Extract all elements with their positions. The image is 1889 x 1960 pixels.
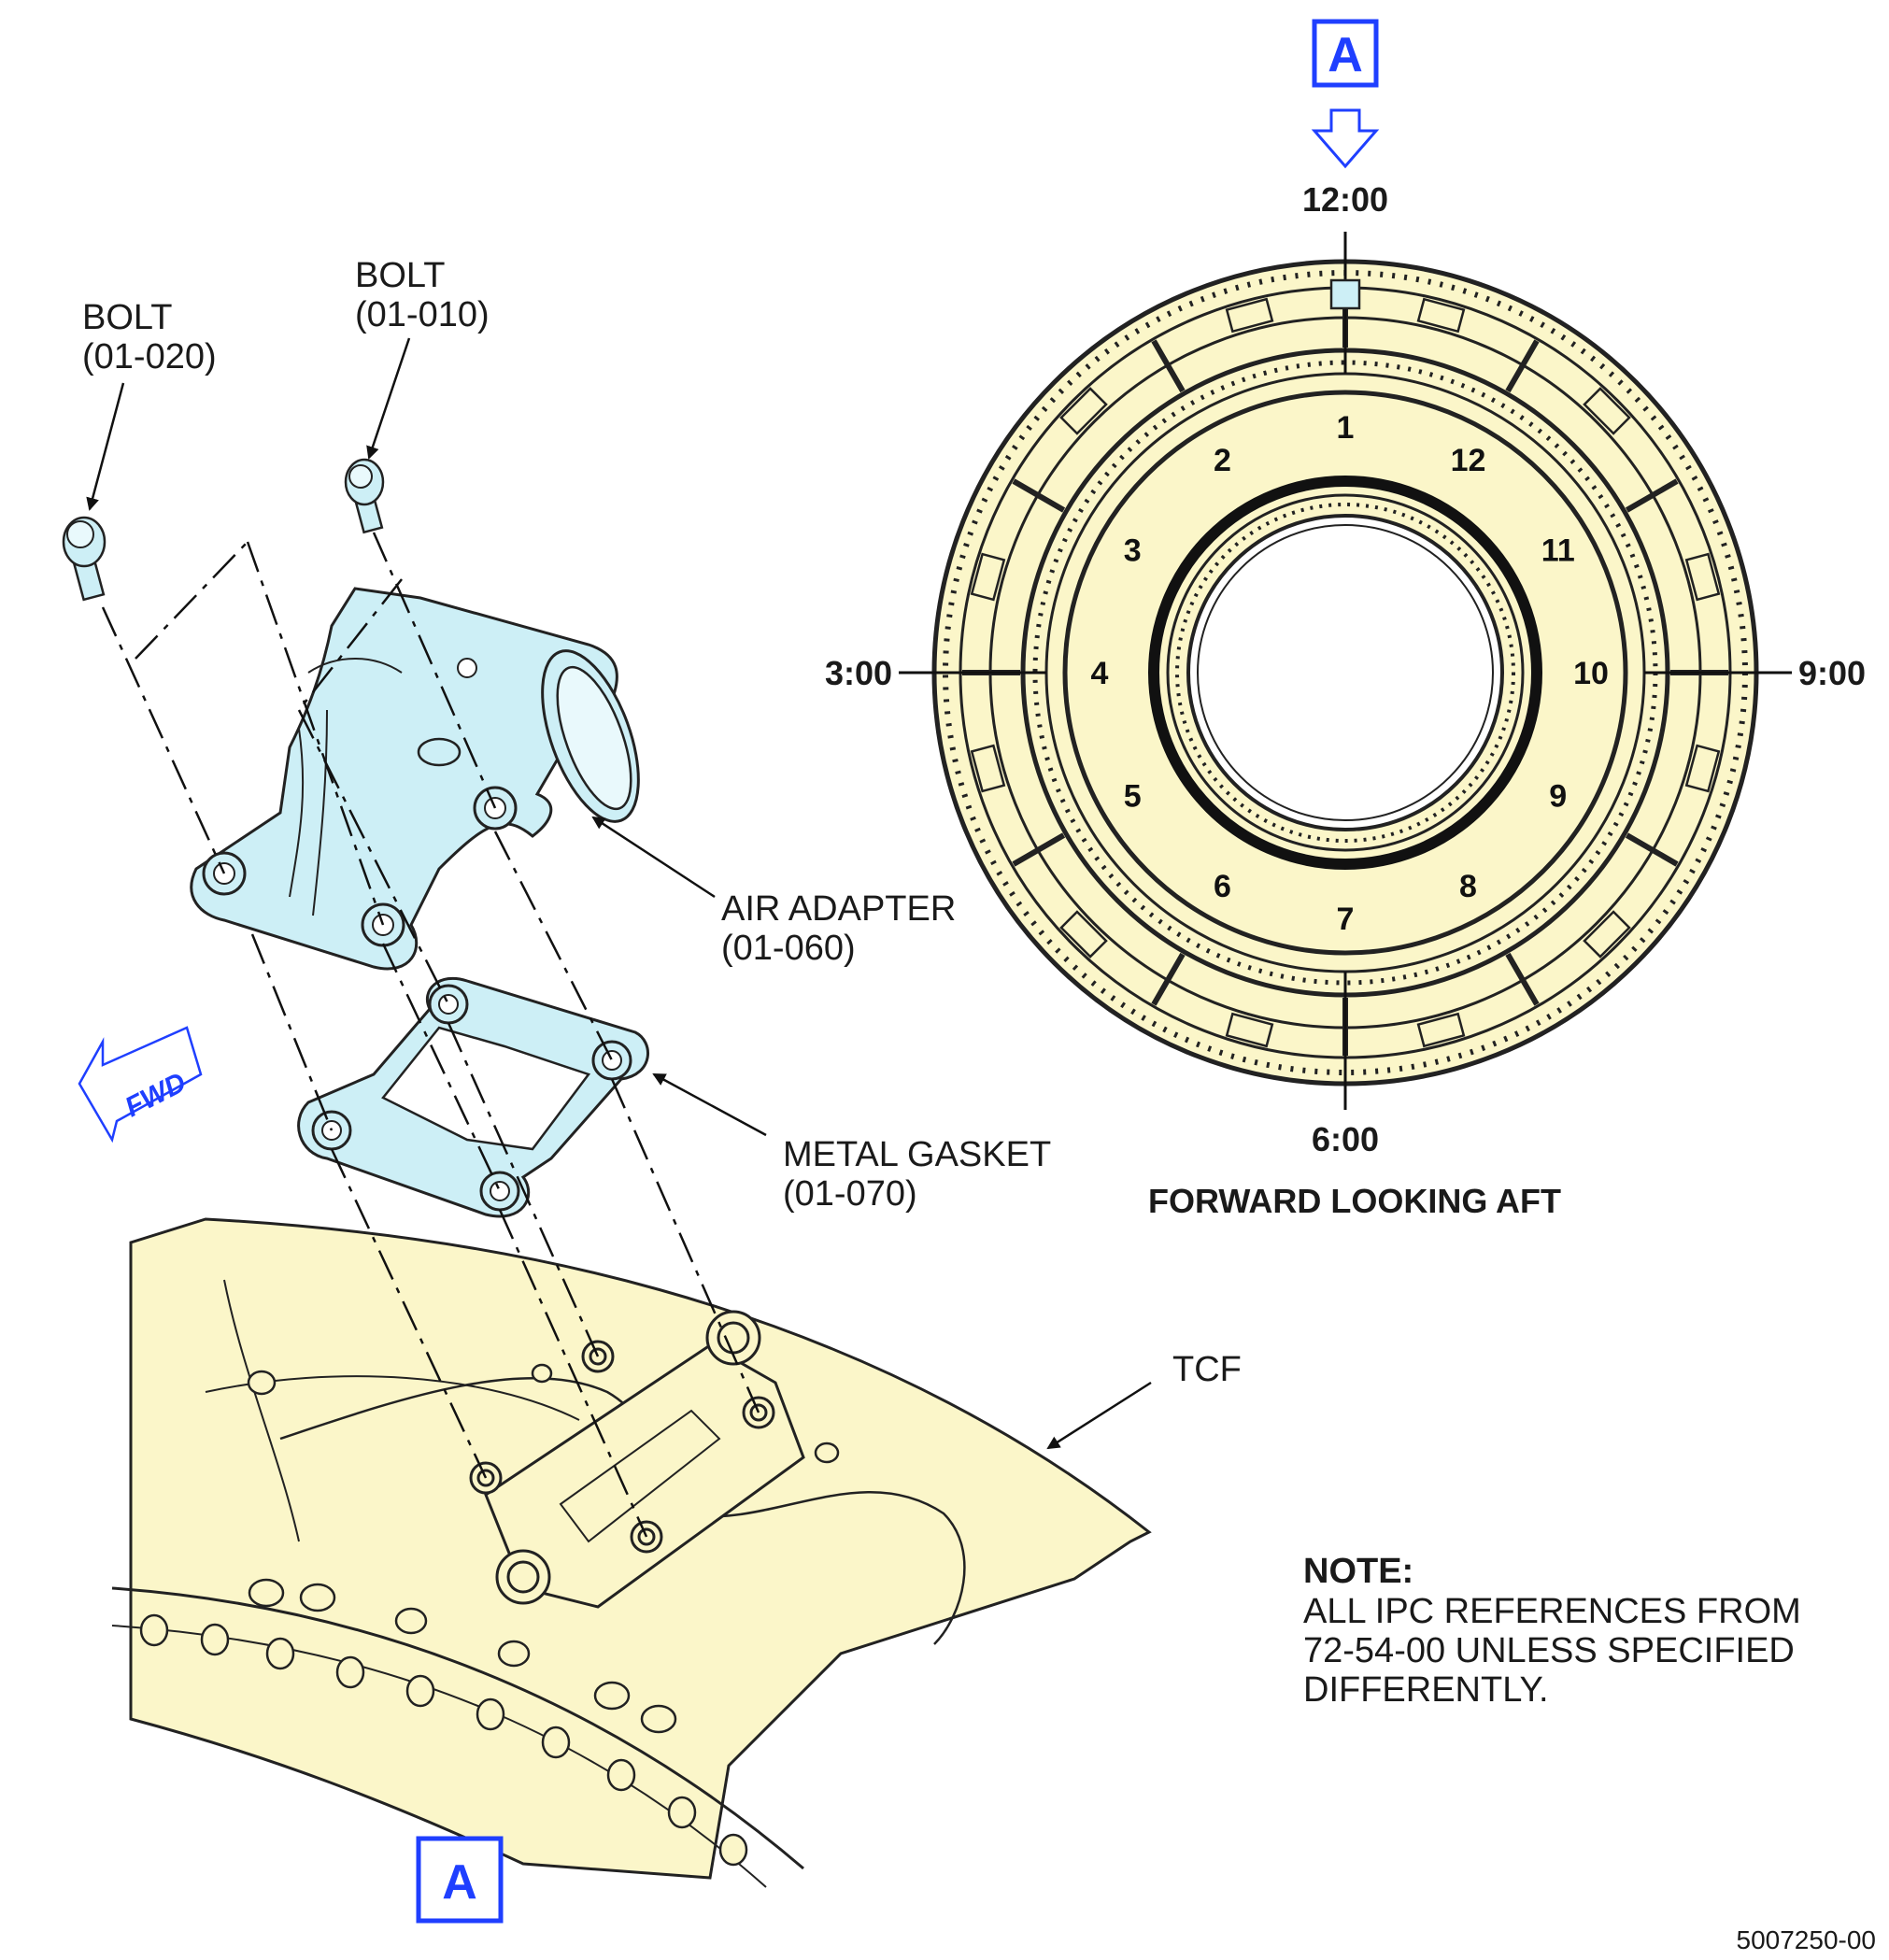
svg-text:A: A: [442, 1855, 477, 1910]
ring-bracket: [1684, 552, 1721, 602]
bolt-01-010-part: [344, 458, 385, 534]
forward-direction-arrow: FWD: [78, 1026, 203, 1143]
note-line-1: ALL IPC REFERENCES FROM: [1303, 1592, 1801, 1631]
clock-label-9: 9:00: [1798, 654, 1866, 692]
ring-position-number: 4: [1091, 656, 1109, 691]
ring-bracket: [1684, 744, 1721, 793]
bolt-020-label-line2: (01-020): [82, 337, 217, 376]
ring-position-number: 11: [1541, 533, 1575, 569]
view-a-marker-top: A: [1312, 19, 1379, 88]
metal-gasket-label-line1: METAL GASKET: [783, 1135, 1051, 1174]
ring-position-number: 7: [1337, 902, 1355, 937]
ring-bracket: [1583, 910, 1631, 959]
assembly-lines: [101, 532, 760, 1538]
bolt-010-label-line2: (01-010): [355, 295, 490, 334]
metal-gasket-label-line2: (01-070): [783, 1174, 917, 1214]
ring-view: [899, 232, 1792, 1110]
figure-number: 5007250-00: [1737, 1925, 1876, 1954]
view-direction-arrow: [1311, 108, 1380, 169]
tcf-frame: [111, 1217, 1152, 1888]
ring-position-number: 6: [1214, 869, 1231, 904]
clock-label-12: 12:00: [1302, 180, 1388, 219]
ring-strut: [1505, 952, 1540, 1006]
note-title: NOTE:: [1303, 1552, 1413, 1591]
ring-strut: [1012, 832, 1066, 867]
ring-position-number: 2: [1214, 443, 1231, 478]
ring-strut: [1151, 339, 1186, 393]
ring-position-number: 12: [1451, 443, 1486, 478]
ring-caption: FORWARD LOOKING AFT: [1148, 1182, 1561, 1220]
tcf-label: TCF: [1172, 1350, 1242, 1389]
ring-bracket: [1225, 297, 1274, 334]
air-adapter-part: [190, 587, 640, 971]
ring-bracket: [1225, 1012, 1274, 1048]
bolt-010-label-line1: BOLT: [355, 256, 445, 295]
ring-bracket: [1059, 910, 1108, 959]
note-line-3: DIFFERENTLY.: [1303, 1670, 1549, 1710]
bolt-020-label-line1: BOLT: [82, 298, 172, 337]
air-adapter-label-line2: (01-060): [721, 929, 856, 968]
ring-position-number: 3: [1124, 533, 1142, 569]
ring-bracket: [970, 552, 1006, 602]
ring-position-number: 9: [1549, 779, 1567, 815]
ring-bracket: [1416, 297, 1466, 334]
ring-bracket: [1583, 387, 1631, 435]
ring-position-number: 10: [1573, 656, 1609, 691]
ring-position-number: 1: [1337, 410, 1355, 446]
ring-position-number: 8: [1459, 869, 1477, 904]
metal-gasket-part: [297, 976, 649, 1218]
ring-bracket: [970, 744, 1006, 793]
leader-lines: [86, 337, 1152, 1450]
bolt-01-020-part: [62, 516, 107, 602]
clock-label-6: 6:00: [1312, 1120, 1379, 1158]
ring-position-number: 5: [1124, 779, 1142, 815]
svg-text:A: A: [1328, 28, 1363, 82]
ring-strut: [1625, 478, 1679, 513]
clock-label-3: 3:00: [825, 654, 892, 692]
ring-strut: [1505, 339, 1540, 393]
ring-strut: [1151, 952, 1186, 1006]
air-adapter-label-line1: AIR ADAPTER: [721, 889, 956, 929]
note-line-2: 72-54-00 UNLESS SPECIFIED: [1303, 1631, 1795, 1670]
ring-strut: [1012, 478, 1066, 513]
ring-bracket: [1416, 1012, 1466, 1048]
ring-bracket: [1059, 387, 1108, 435]
ring-strut: [1625, 832, 1679, 867]
view-a-marker-bottom: A: [416, 1836, 504, 1924]
